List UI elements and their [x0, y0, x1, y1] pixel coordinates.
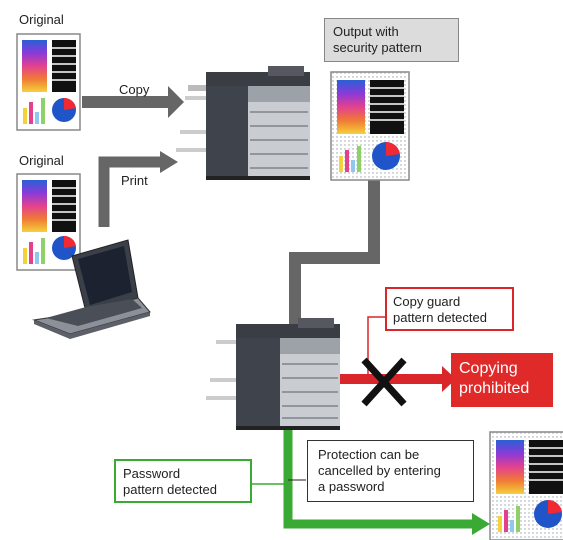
protection-cancel-box: Protection can be cancelled by entering … — [307, 440, 474, 502]
copy-label: Copy — [119, 82, 150, 97]
password-detected-box: Password pattern detected — [114, 459, 252, 503]
password-detected-line1: Password — [123, 466, 181, 481]
mfp-bottom-icon — [206, 318, 340, 430]
copying-prohibited-line1: Copying — [459, 360, 518, 377]
prohibited-arrow — [340, 316, 456, 392]
copying-prohibited-box: Copying prohibited — [451, 353, 553, 407]
password-arrow — [252, 430, 490, 535]
original-document-bottom — [16, 173, 81, 271]
copy-arrow — [82, 86, 184, 118]
original-label-top: Original — [19, 12, 64, 27]
print-arrow — [98, 151, 178, 227]
copy-guard-line2: pattern detected — [393, 310, 487, 325]
output-security-line2: security pattern — [333, 40, 422, 55]
protection-cancel-line3: a password — [318, 479, 385, 494]
output-to-mfp-path — [289, 180, 380, 328]
mfp-top-icon — [176, 66, 310, 180]
original-label-bottom: Original — [19, 153, 64, 168]
output-security-line1: Output with — [333, 24, 399, 39]
password-detected-line2: pattern detected — [123, 482, 217, 497]
protection-cancel-line1: Protection can be — [318, 447, 420, 462]
copying-prohibited-line2: prohibited — [459, 380, 530, 397]
protection-cancel-line2: cancelled by entering — [318, 463, 441, 478]
output-security-box: Output with security pattern — [324, 18, 459, 62]
copy-guard-box: Copy guard pattern detected — [385, 287, 514, 331]
print-label: Print — [121, 173, 148, 188]
output-document-security — [330, 71, 410, 181]
laptop-icon — [32, 239, 151, 339]
released-document — [489, 431, 563, 540]
original-document-top — [16, 33, 81, 131]
copy-guard-line1: Copy guard — [393, 294, 461, 309]
cross-icon — [361, 357, 407, 407]
